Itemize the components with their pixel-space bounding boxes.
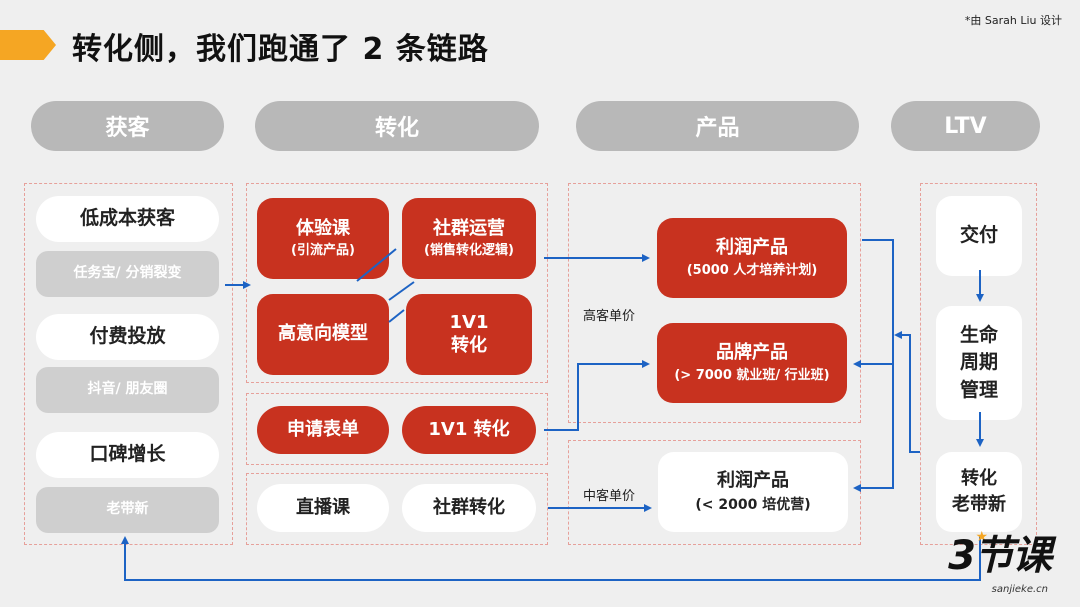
one-on-one-conversion: 1V1 转化 [406, 294, 532, 375]
profit-product-high: 利润产品(5000 人才培养计划) [657, 218, 847, 298]
paid-advertising: 付费投放 [36, 314, 219, 360]
star-icon: ★ [975, 529, 988, 545]
connector-highintent-1v1 [388, 309, 405, 323]
arrow-ltv-to-bracket [894, 331, 920, 453]
panel-acquisition [24, 183, 233, 545]
brand-product: 品牌产品(> 7000 就业班/ 行业班) [657, 323, 847, 403]
arrow-loop-referral [121, 536, 981, 581]
panel-conversion-3 [246, 473, 548, 545]
high-intent-model: 高意向模型 [257, 294, 389, 375]
community-conversion: 社群转化 [402, 484, 536, 532]
task-treasure-distribution: 任务宝/ 分销裂变 [36, 251, 219, 297]
word-of-mouth-growth: 口碑增长 [36, 432, 219, 478]
profit-product-mid: 利润产品(< 2000 培优营) [658, 452, 848, 532]
one-on-one-conversion-2: 1V1 转化 [402, 406, 536, 454]
page-title: 转化侧，我们跑通了 2 条链路 [72, 32, 489, 67]
trial-course: 体验课(引流产品) [257, 198, 389, 279]
brand-logo: 3节课 [948, 533, 1052, 579]
douyin-moments: 抖音/ 朋友圈 [36, 367, 219, 413]
live-class: 直播课 [257, 484, 389, 532]
lifecycle-management: 生命 周期 管理 [936, 306, 1022, 420]
connector-highintent-community [388, 281, 415, 301]
panel-product-high [568, 183, 861, 423]
conversion-referral: 转化 老带新 [936, 452, 1022, 532]
panel-ltv [920, 183, 1037, 545]
title-accent-shape [0, 30, 56, 60]
community-operations: 社群运营(销售转化逻辑) [402, 198, 536, 279]
high-price-label: 高客单价 [583, 309, 636, 324]
design-credit: *由 Sarah Liu 设计 [964, 14, 1062, 27]
arrow-to-brand [544, 360, 650, 431]
mid-price-label: 中客单价 [583, 489, 636, 504]
low-cost-acquisition: 低成本获客 [36, 196, 219, 242]
header-conversion: 转化 [255, 101, 539, 151]
application-form: 申请表单 [257, 406, 389, 454]
panel-product-mid [568, 440, 861, 545]
header-ltv: LTV [891, 101, 1040, 151]
connector-trial-community [356, 248, 397, 282]
header-acquisition: 获客 [31, 101, 224, 151]
delivery: 交付 [936, 196, 1022, 276]
referral-old-new: 老带新 [36, 487, 219, 533]
header-product: 产品 [576, 101, 859, 151]
brand-logo-url: sanjieke.cn [991, 584, 1048, 595]
